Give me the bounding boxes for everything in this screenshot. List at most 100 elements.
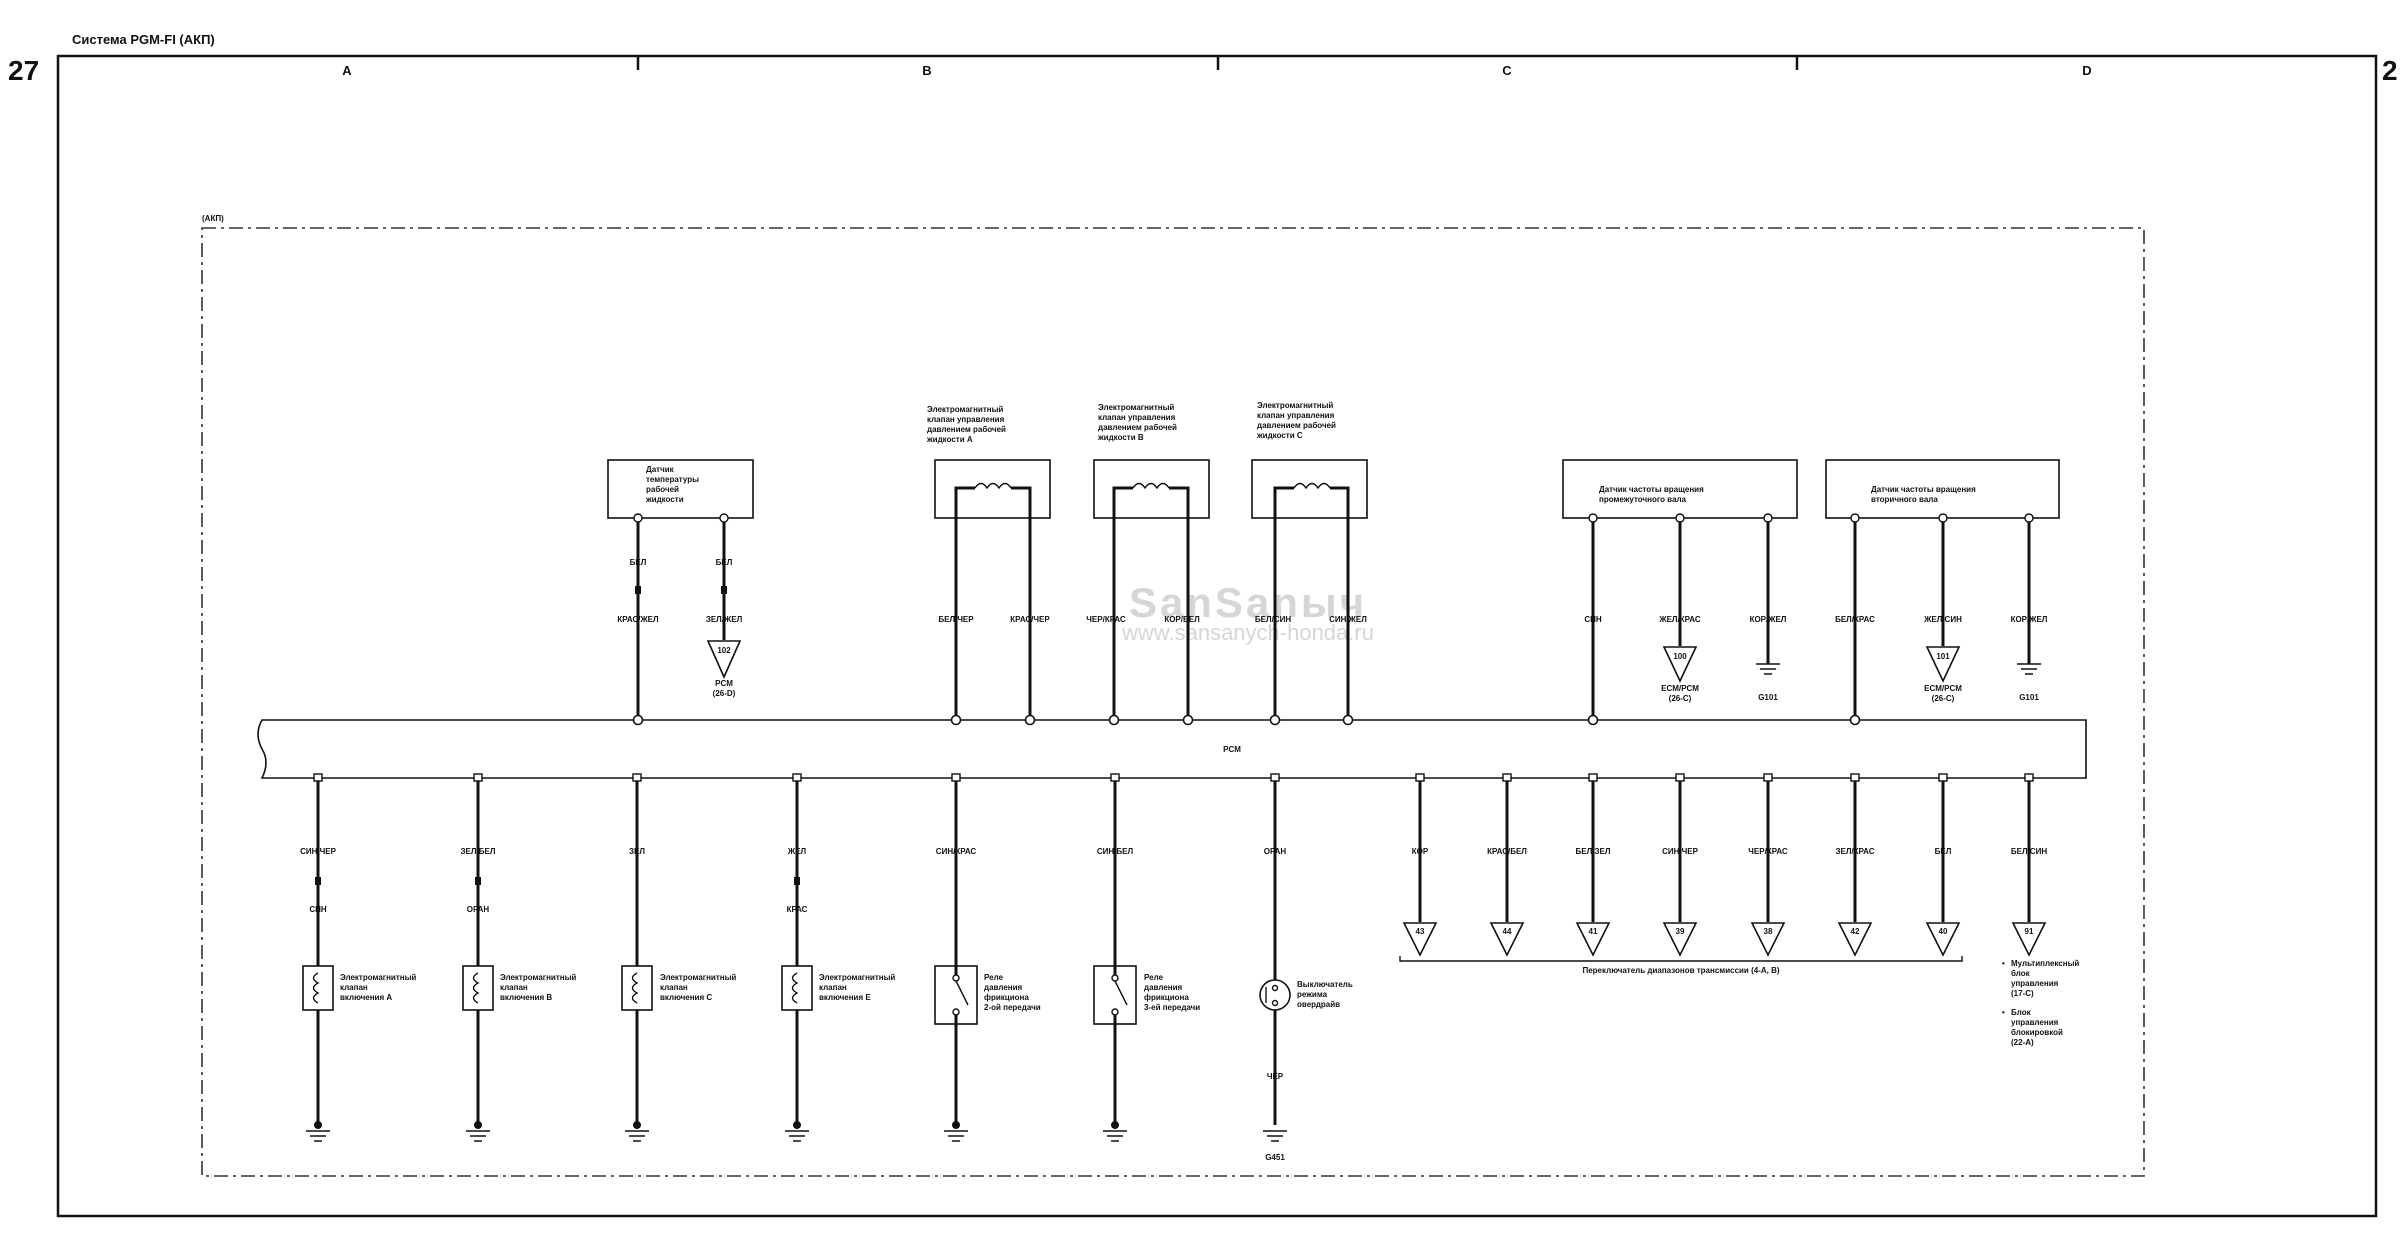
ground-point (952, 1121, 960, 1129)
switch-blade (955, 980, 969, 1006)
splice (721, 586, 727, 594)
range-switch-wire: КОР 43 (1402, 773, 1438, 957)
component-label: овердрайв (1297, 1000, 1340, 1009)
connection-ref-target: ECM/PCM (1661, 684, 1699, 693)
connection-ref-number: 38 (1764, 927, 1773, 936)
ground-symbol (1263, 1130, 1287, 1142)
range-switch-wire: СИН/ЧЕР 39 (1662, 773, 1699, 957)
connection-ref-target: PCM (715, 679, 733, 688)
component-label: Реле (1144, 973, 1164, 982)
pcm-pin (1342, 714, 1354, 726)
ground-symbol (306, 1130, 330, 1142)
pcm-pin (632, 773, 642, 782)
bullet: • (2002, 1008, 2005, 1017)
switch-contact (1271, 999, 1279, 1007)
shift-solenoid-e: ЖЕЛ КРАС Электромагнитный клапан включен… (781, 773, 895, 1142)
component-label: Реле (984, 973, 1004, 982)
ground-symbol (1103, 1130, 1127, 1142)
shift-solenoid-c: ЗЕЛ Электромагнитный клапан включения C (621, 773, 739, 1142)
ground-symbol (2017, 663, 2041, 675)
svg-text:Реле давления фрик: Реле давления фрикциона 2-ой передачи (984, 973, 1041, 1012)
zone-label-c: C (1502, 63, 1512, 78)
component-label: Электромагнитный (500, 973, 576, 982)
pcm-pin (1763, 773, 1773, 782)
svg-text:Электромагнитный клапан: Электромагнитный клапан включения C (660, 973, 739, 1002)
pcm-pin (2024, 773, 2034, 782)
wire-color-label: БЕЛ (630, 558, 647, 567)
component-label: давления (984, 983, 1023, 992)
wire-color-label: БЕЛ/КРАС (1835, 615, 1875, 624)
connection-ref-triangle (1662, 922, 1698, 957)
solenoid-a-label: давлением рабочей (927, 425, 1006, 434)
overdrive-switch: ОРАН Выключатель режима овердрайв ЧЕР G4… (1259, 773, 1353, 1162)
coil-symbol (631, 972, 639, 1004)
solenoid-a-label: клапан управления (927, 415, 1005, 424)
svg-text:Электромагнитный клапан: Электромагнитный клапан включения A (340, 973, 419, 1002)
pin (2024, 513, 2034, 523)
countershaft-sensor-box (1562, 459, 1798, 519)
wire (1112, 486, 1190, 720)
temp-sensor-label: температуры (646, 475, 699, 484)
svg-text:• Мультиплексный б: • Мультиплексный блок управления (17-C) … (2002, 959, 2082, 1047)
ground-symbol (944, 1130, 968, 1142)
splice (794, 877, 800, 885)
destination-label: управления (2011, 1018, 2059, 1027)
ground-symbol (1756, 663, 1780, 675)
destination-label: Блок (2011, 1008, 2032, 1017)
connection-ref-number: 39 (1676, 927, 1685, 936)
connection-ref-number: 100 (1673, 652, 1687, 661)
solenoid-b-label: клапан управления (1098, 413, 1176, 422)
zone-label-b: B (922, 63, 931, 78)
component-label: Электромагнитный (660, 973, 736, 982)
pcm-pin (1849, 714, 1861, 726)
component-label: Выключатель (1297, 980, 1353, 989)
watermark-logo: SanSanыч (1129, 579, 1367, 626)
temp-sensor: Датчик температуры рабочей жидкости БЕЛ … (607, 459, 754, 726)
connection-ref-number: 43 (1416, 927, 1425, 936)
destination-label: (22-A) (2011, 1038, 2034, 1047)
component-label: включения E (819, 993, 871, 1002)
solenoid-c-label: давлением рабочей (1257, 421, 1336, 430)
switch-contact (952, 1008, 960, 1016)
connection-ref-triangle (706, 640, 742, 679)
multiplex-connection: БЕЛ/СИН 91 • Мультиплексный блок управле… (2002, 773, 2082, 1047)
connection-ref-triangle (1837, 922, 1873, 957)
component-label: включения A (340, 993, 392, 1002)
pin (1675, 513, 1685, 523)
svg-text:Электромагнитный клапан: Электромагнитный клапан управления давле… (1097, 403, 1179, 442)
pcm-pin (632, 714, 644, 726)
pcm-bar (257, 719, 2087, 779)
connection-ref-number: 42 (1851, 927, 1860, 936)
component-label: давления (1144, 983, 1183, 992)
wire-color-label: БЕЛ/ЧЕР (938, 615, 974, 624)
component-label: клапан (819, 983, 847, 992)
solenoid-a-label: Электромагнитный (927, 405, 1003, 414)
output-sensor-label: Датчик частоты вращения (1871, 485, 1976, 494)
wire-color-label: СИН/БЕЛ (1097, 847, 1134, 856)
wire-color-label: СИН/КРАС (936, 847, 977, 856)
watermark-url: www.sansanych-honda.ru (1121, 620, 1374, 645)
range-switch-wire: БЕЛ/ЗЕЛ 41 (1575, 773, 1611, 957)
component-label: клапан (340, 983, 368, 992)
connection-ref-target: (26-C) (1932, 694, 1955, 703)
connection-ref-triangle (1575, 922, 1611, 957)
range-switch-label: Переключатель диапазонов трансмиссии (4-… (1582, 966, 1779, 975)
zone-label-d: D (2082, 63, 2091, 78)
wire-color-label: СИН/ЧЕР (1662, 847, 1698, 856)
switch-button-symbol (1259, 979, 1291, 1011)
svg-text:Электромагнитный клапан: Электромагнитный клапан управления давле… (926, 405, 1008, 444)
range-switch-wire: БЕЛ 40 (1925, 773, 1961, 957)
wire-color-label: ЗЕЛ/ЖЕЛ (706, 615, 743, 624)
pcm-pin (950, 714, 962, 726)
wire-color-label: ЧЕР/КРАС (1748, 847, 1788, 856)
pcm-pin (1502, 773, 1512, 782)
page-number-left: 27 (8, 55, 39, 86)
output-sensor-label: вторичного вала (1871, 495, 1938, 504)
destination-label: (17-C) (2011, 989, 2034, 998)
component-label: Электромагнитный (819, 973, 895, 982)
solenoid-coil-box (621, 965, 653, 1011)
shift-solenoid-b: ЗЕЛ/БЕЛ ОРАН Электромагнитный клапан вкл… (461, 773, 576, 1142)
pcm-pin (1024, 714, 1036, 726)
component-label: фрикциона (984, 993, 1029, 1002)
pin (719, 513, 729, 523)
